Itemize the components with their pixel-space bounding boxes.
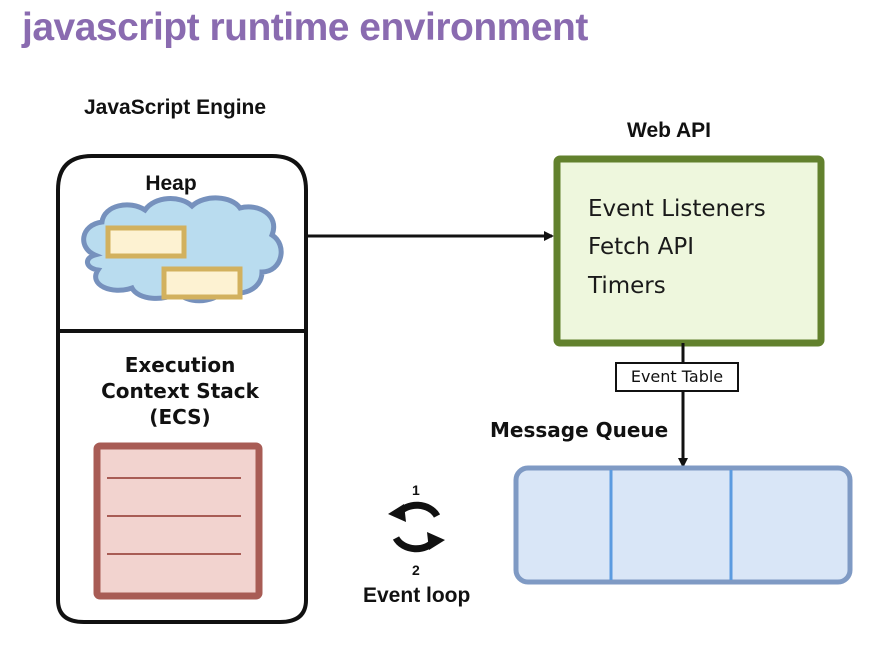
- page-title: javascript runtime environment: [22, 6, 588, 49]
- message-queue: [513, 465, 853, 585]
- webapi-item-fetch-api: Fetch API: [588, 234, 695, 260]
- webapi-box: [553, 155, 825, 347]
- webapi-item-event-listeners: Event Listeners: [588, 196, 766, 222]
- webapi-item-timers: Timers: [588, 273, 666, 299]
- event-loop-step-2: 2: [412, 562, 420, 578]
- ecs-label: Execution Context Stack (ECS): [60, 352, 300, 430]
- heap-label: Heap: [145, 172, 197, 195]
- event-loop-cycle-icon: [388, 501, 445, 553]
- webapi-title: Web API: [627, 119, 712, 142]
- ecs-label-line: Execution: [124, 353, 236, 377]
- engine-title: JavaScript Engine: [84, 96, 267, 119]
- event-table-label: Event Table: [615, 362, 739, 392]
- heap-object: [161, 266, 243, 300]
- event-loop-step-1: 1: [412, 482, 420, 498]
- heap-object: [105, 225, 187, 259]
- event-loop-label: Event loop: [363, 584, 471, 607]
- ecs-stack: [93, 442, 263, 600]
- ecs-label-line: Context Stack: [101, 379, 259, 403]
- message-queue-label: Message Queue: [490, 418, 669, 442]
- ecs-label-line: (ECS): [149, 405, 211, 429]
